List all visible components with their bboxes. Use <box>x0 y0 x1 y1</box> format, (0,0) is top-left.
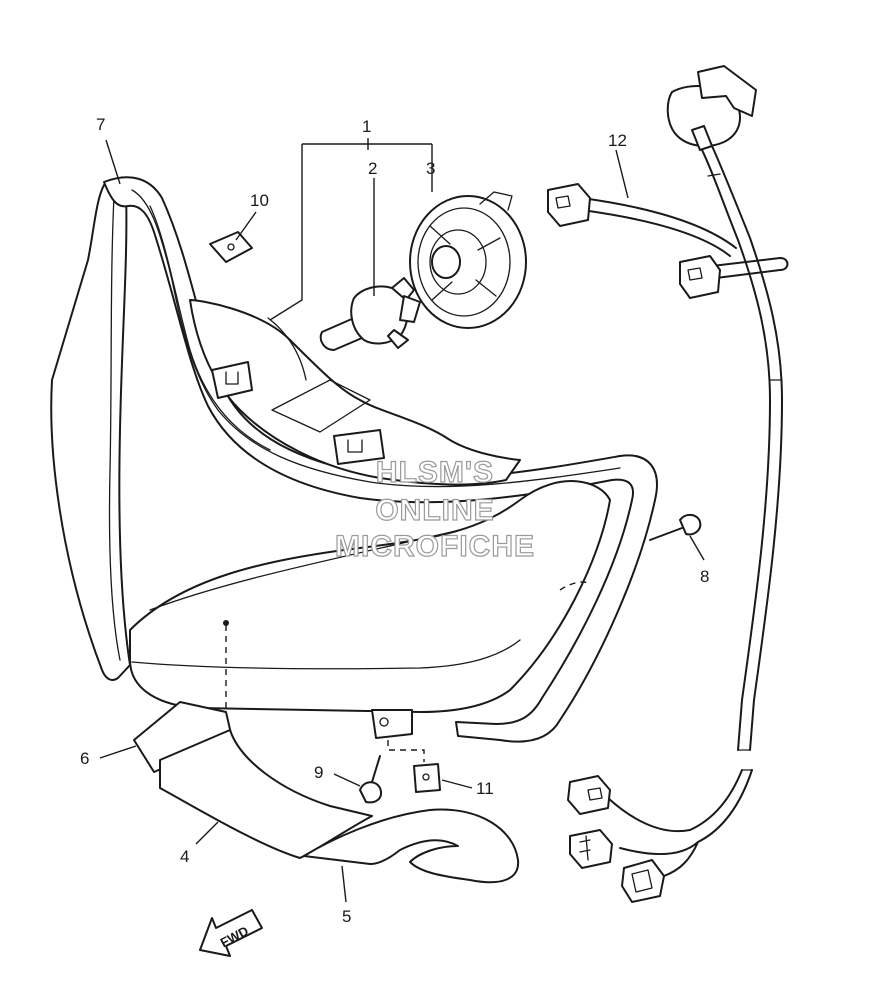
part-2-bulb <box>319 277 421 351</box>
callout-labels: 1 2 3 4 5 6 7 8 9 10 11 12 <box>80 115 709 926</box>
part-3-socket-cover <box>409 191 527 329</box>
callout-3: 3 <box>426 159 435 178</box>
callout-8: 8 <box>700 567 709 586</box>
callout-12: 12 <box>608 131 627 150</box>
part-5-seal <box>303 808 520 884</box>
callout-1: 1 <box>362 117 371 136</box>
callout-4: 4 <box>180 847 189 866</box>
callout-10: 10 <box>250 191 269 210</box>
callout-6: 6 <box>80 749 89 768</box>
callout-11: 11 <box>476 779 494 798</box>
fwd-arrow-icon: FWD <box>199 909 263 957</box>
callout-7: 7 <box>96 115 105 134</box>
leader-lines <box>99 138 705 903</box>
part-11-clip-nut <box>413 763 441 793</box>
watermark: HLSM'S ONLINE MICROFICHE <box>334 455 535 563</box>
watermark-line-3: MICROFICHE <box>335 530 535 563</box>
part-4-cover <box>159 729 373 859</box>
part-6-plate <box>133 701 233 773</box>
watermark-line-1: HLSM'S <box>376 456 494 489</box>
callout-9: 9 <box>314 763 323 782</box>
callout-2: 2 <box>368 159 377 178</box>
part-9-bolt <box>359 755 382 804</box>
part-10-clip <box>209 231 253 263</box>
part-7-lens <box>50 179 131 681</box>
part-8-screw <box>649 514 702 541</box>
watermark-line-2: ONLINE <box>375 494 494 527</box>
part-12-wire-harness <box>547 65 789 903</box>
callout-5: 5 <box>342 907 351 926</box>
